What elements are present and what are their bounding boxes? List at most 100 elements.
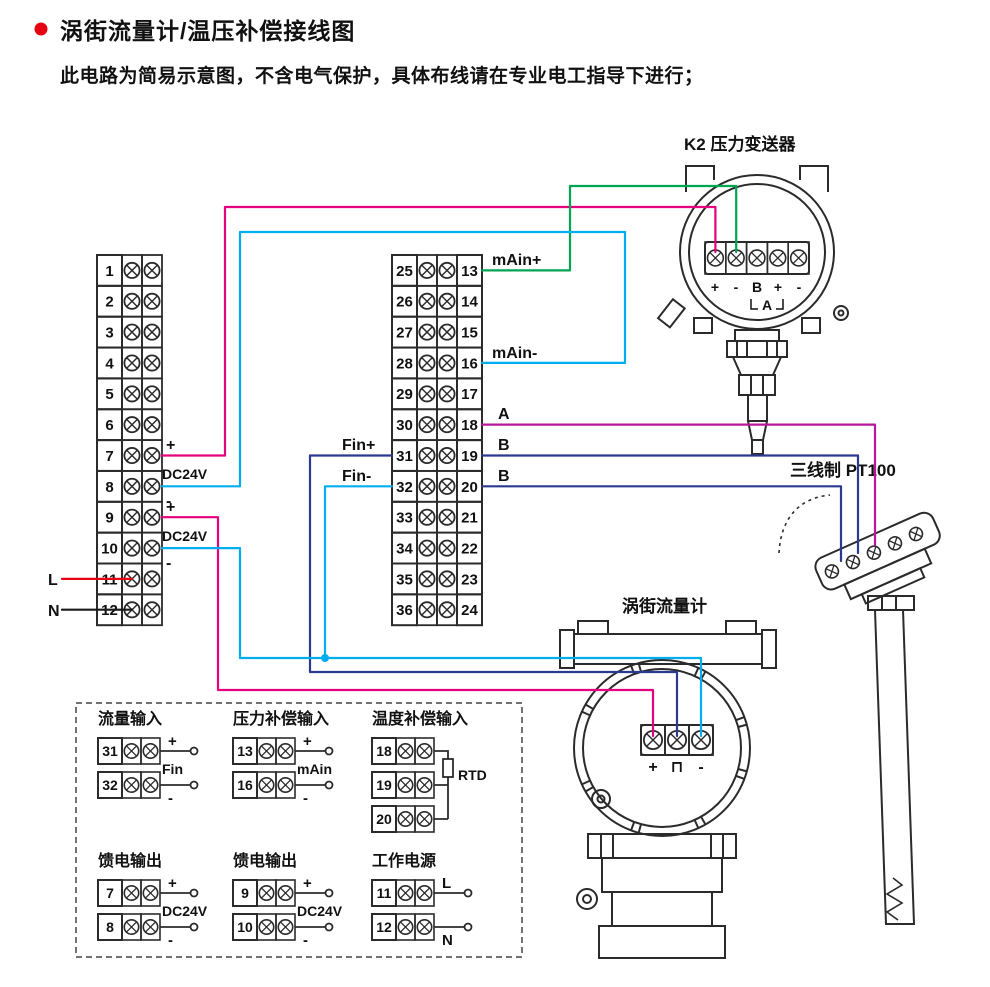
left-terminal-row-6: 6 bbox=[96, 408, 163, 442]
k2-term-b: B bbox=[752, 279, 762, 295]
terminal-number: 19 bbox=[461, 448, 478, 465]
k2-stem bbox=[747, 394, 768, 422]
k2-term-plus1: + bbox=[711, 279, 719, 295]
fm-end-plate-left bbox=[559, 629, 575, 669]
terminal-number: 4 bbox=[105, 355, 114, 372]
fm-term-pulse: ⊓ bbox=[671, 759, 684, 776]
pt100-probe bbox=[873, 609, 916, 925]
wire-dc24v1-plus-to-transmitter bbox=[160, 205, 717, 457]
fm-outer-housing bbox=[573, 659, 751, 837]
legend-label: DC24V bbox=[162, 903, 208, 919]
left-terminal-row-7: 7 bbox=[96, 439, 163, 472]
label-dc1: DC24V bbox=[162, 466, 208, 482]
terminal-number: 10 bbox=[101, 540, 118, 557]
wire-end-terminal bbox=[324, 780, 334, 790]
label-b1: B bbox=[498, 437, 510, 454]
fm-body-1 bbox=[601, 857, 723, 893]
k2-right-ear bbox=[799, 165, 829, 192]
k2-flange-left bbox=[693, 317, 713, 334]
legend-label: mAin bbox=[297, 761, 332, 777]
pressure-transmitter-drawing bbox=[656, 165, 849, 455]
k2-left-ear bbox=[685, 165, 715, 192]
terminal-number: 3 bbox=[105, 325, 113, 342]
junction-dot bbox=[321, 654, 329, 662]
terminal-number: 8 bbox=[106, 919, 114, 935]
k2-taper bbox=[731, 356, 783, 376]
terminal-number: 28 bbox=[396, 355, 413, 372]
terminal-number: 8 bbox=[105, 479, 113, 496]
terminal-number: 27 bbox=[396, 325, 413, 342]
wire-fin-plus-to-flowmeter bbox=[308, 454, 679, 738]
legend-label: - bbox=[303, 932, 308, 949]
label-n: N bbox=[48, 603, 60, 620]
terminal-number: 18 bbox=[376, 743, 392, 759]
label-dc2-plus: + bbox=[166, 499, 175, 516]
bullet-icon bbox=[34, 22, 48, 36]
left-terminal-row-9: 9 bbox=[96, 500, 163, 534]
page-title: 涡街流量计/温压补偿接线图 bbox=[60, 18, 356, 44]
fm-body-base bbox=[598, 925, 726, 959]
k2-title: K2 压力变送器 bbox=[684, 134, 796, 154]
fm-knob-center bbox=[582, 894, 592, 904]
pt100-hex-fitting bbox=[867, 595, 915, 611]
screw-terminal-icon bbox=[787, 241, 810, 275]
wire-end-terminal bbox=[189, 888, 199, 898]
fm-inner-housing bbox=[582, 668, 742, 828]
pt100-spring bbox=[885, 877, 904, 921]
label-dc2: DC24V bbox=[162, 528, 208, 544]
wire-b2-to-pt100 bbox=[480, 485, 843, 563]
wire-a-to-pt100 bbox=[480, 423, 877, 547]
label-main-minus: mAin- bbox=[492, 345, 537, 362]
rtd-resistor-symbol bbox=[442, 758, 454, 778]
k2-right-knob bbox=[833, 305, 849, 321]
pt100-head-flange bbox=[860, 566, 926, 605]
terminal-number: 10 bbox=[237, 919, 253, 935]
terminal-number: 2 bbox=[105, 294, 113, 311]
terminal-number: 22 bbox=[461, 540, 478, 557]
k2-outer-housing bbox=[679, 174, 835, 330]
label-a: A bbox=[498, 406, 510, 423]
left-terminal-row-4: 4 bbox=[96, 346, 163, 380]
legend-label: N bbox=[442, 932, 453, 949]
label-dc2-minus: - bbox=[166, 555, 171, 572]
wire-dc24v2-plus-to-flowmeter bbox=[160, 516, 655, 738]
legend-label: + bbox=[168, 875, 177, 892]
legend-label: - bbox=[303, 790, 308, 807]
k2-term-minus2: - bbox=[797, 279, 802, 295]
legend-group-title: 流量输入 bbox=[98, 709, 162, 728]
terminal-number: 24 bbox=[461, 602, 478, 619]
legend-label: - bbox=[168, 932, 173, 949]
terminal-number: 30 bbox=[396, 417, 413, 434]
label-b2: B bbox=[498, 468, 510, 485]
k2-term-minus1: - bbox=[734, 279, 739, 295]
k2-terminal-screws bbox=[704, 241, 810, 275]
pt100-drawing bbox=[778, 494, 941, 925]
k2-tip bbox=[751, 439, 764, 455]
wire-end-terminal bbox=[189, 922, 199, 932]
vortex-title: 涡街流量计 bbox=[622, 596, 707, 616]
terminal-number: 34 bbox=[396, 540, 413, 557]
fm-side-port-center bbox=[596, 794, 606, 804]
wire-end-terminal bbox=[324, 922, 334, 932]
wires bbox=[60, 184, 877, 738]
left-terminal-row-2: 2 bbox=[96, 284, 163, 318]
terminal-number: 20 bbox=[376, 811, 392, 827]
legend-label: + bbox=[303, 733, 312, 750]
label-dc1-minus: - bbox=[166, 493, 171, 510]
legend-groups: 流量输入3132+-Fin压力补偿输入1316+-mAin温度补偿输入18192… bbox=[97, 709, 487, 949]
terminal-number: 32 bbox=[102, 777, 118, 793]
fm-term-minus: - bbox=[698, 759, 703, 776]
label-dc1-plus: + bbox=[166, 437, 175, 454]
terminal-number: 33 bbox=[396, 510, 413, 527]
legend-border bbox=[75, 702, 523, 958]
pt100-dashed-arc bbox=[778, 494, 831, 554]
